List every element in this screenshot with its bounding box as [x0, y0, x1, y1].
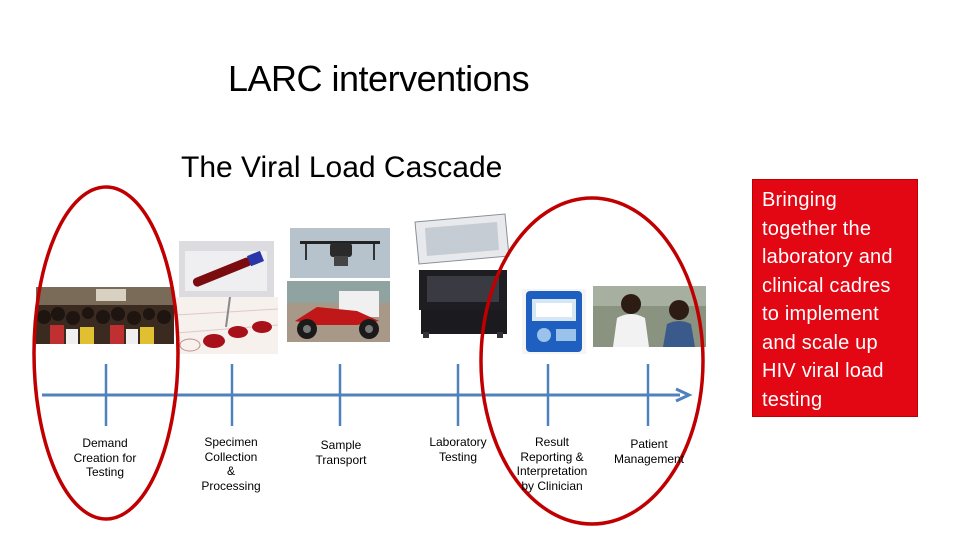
step-label-laboratory-testing: Laboratory Testing — [429, 435, 487, 464]
step-label-result-reporting: Result Reporting & Interpretation by Cli… — [516, 435, 588, 493]
dried-blood-spot-card-photo — [176, 297, 278, 354]
blood-tube-photo — [179, 241, 274, 299]
step-label-patient-management: Patient Management — [613, 437, 685, 466]
slide-title: LARC interventions — [228, 58, 530, 99]
step-label-sample-transport: Sample Transport — [315, 438, 367, 467]
motorcycle-transport-photo — [287, 281, 390, 342]
step-label-specimen-collection: Specimen Collection & Processing — [201, 435, 261, 493]
highlight-ellipse-reporting — [479, 196, 705, 526]
timeline-arrowhead — [675, 387, 693, 403]
step-label-demand-creation: Demand Creation for Testing — [73, 436, 137, 479]
community-meeting-photo — [36, 287, 174, 344]
highlight-ellipse-demand — [32, 185, 180, 521]
cascade-subtitle: The Viral Load Cascade — [181, 151, 503, 184]
patient-consultation-photo — [593, 286, 706, 347]
drone-photo — [290, 228, 390, 278]
callout-box: Bringing together the laboratory and cli… — [752, 179, 918, 417]
point-of-care-device-photo — [522, 289, 586, 354]
